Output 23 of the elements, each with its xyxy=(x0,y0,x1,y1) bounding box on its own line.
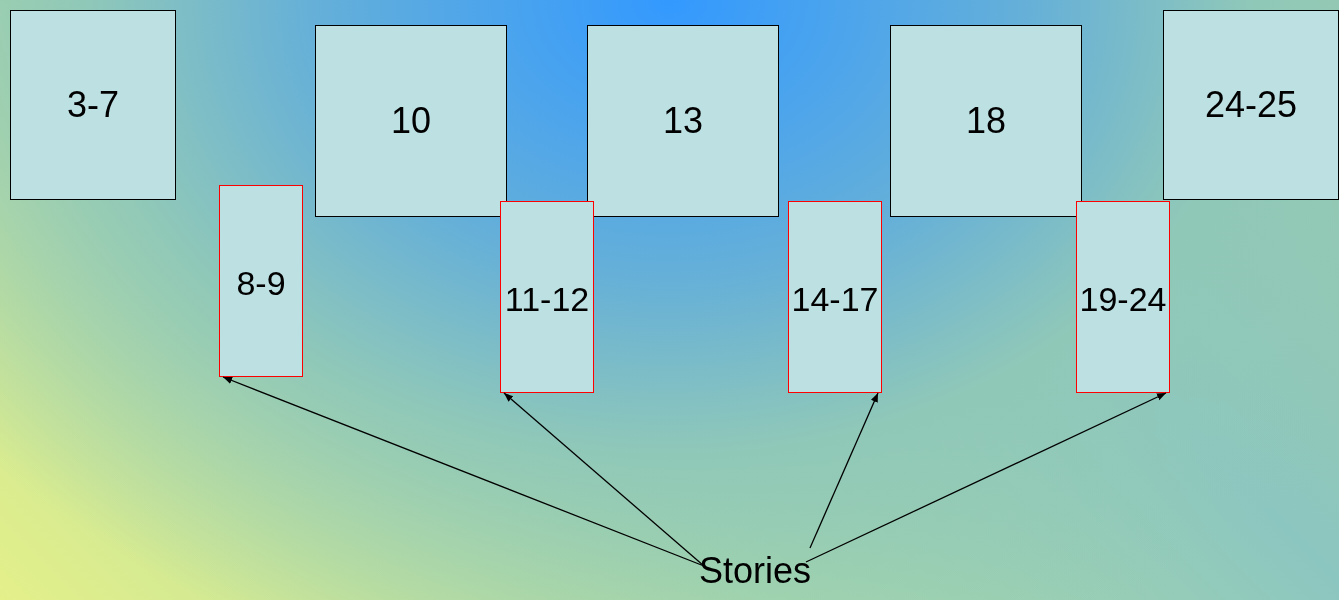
number-label: 3-7 xyxy=(67,84,119,126)
number-box xyxy=(587,25,779,217)
highlighted-number-box xyxy=(788,201,882,393)
number-label: 11-12 xyxy=(504,280,590,319)
number-label: 13 xyxy=(662,100,703,142)
number-box xyxy=(315,25,507,217)
arrow xyxy=(222,376,705,567)
number-box xyxy=(1163,10,1339,200)
number-label: 18 xyxy=(965,100,1006,142)
highlighted-number-box xyxy=(1076,201,1170,393)
number-box xyxy=(890,25,1082,217)
number-label: 10 xyxy=(390,100,431,142)
number-label: 24-25 xyxy=(1204,84,1298,126)
number-box xyxy=(10,10,176,200)
highlighted-number-box xyxy=(219,185,303,377)
stories-label: Stories xyxy=(699,550,812,592)
arrow xyxy=(809,392,879,549)
number-label: 19-24 xyxy=(1079,280,1167,319)
number-label: 14-17 xyxy=(791,280,879,319)
arrow xyxy=(805,392,1167,563)
number-label: 8-9 xyxy=(236,264,286,303)
arrow xyxy=(503,392,705,567)
highlighted-number-box xyxy=(500,201,594,393)
